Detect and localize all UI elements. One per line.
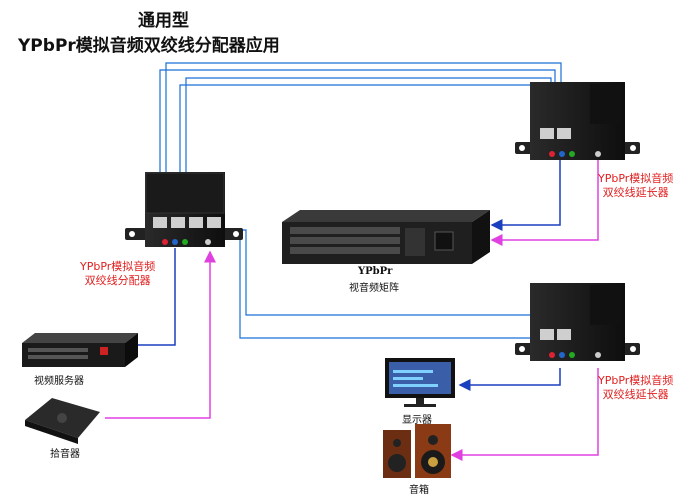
extender-bottom-device bbox=[515, 283, 640, 361]
extender-bottom-label-line2: 双绞线延长器 bbox=[602, 388, 669, 401]
extender-top-device bbox=[515, 82, 640, 160]
extender-top-label-line1: YPbPr模拟音频 bbox=[598, 172, 674, 185]
matrix-device bbox=[282, 210, 490, 264]
server-label: 视频服务器 bbox=[34, 376, 84, 387]
microphone-label: 拾音器 bbox=[50, 449, 80, 460]
speaker-device bbox=[383, 424, 451, 478]
video-lines bbox=[135, 160, 561, 391]
cable-2 bbox=[179, 84, 546, 205]
cable-1b bbox=[165, 62, 562, 205]
splitter-label-line2: 双绞线分配器 bbox=[84, 274, 151, 287]
speaker-label: 音箱 bbox=[409, 485, 429, 496]
monitor-label: 显示器 bbox=[402, 415, 432, 426]
ext-bottom-to-speaker bbox=[450, 368, 599, 461]
monitor-device bbox=[385, 358, 455, 407]
page-title-line2: YPbPr模拟音频双绞线分配器应用 bbox=[18, 36, 280, 56]
splitter-label: YPbPr模拟音频 双绞线分配器 bbox=[80, 260, 155, 288]
extender-top-label-line2: 双绞线延长器 bbox=[602, 186, 669, 199]
ext-top-to-matrix bbox=[490, 160, 561, 231]
ext-bottom-to-monitor bbox=[458, 368, 561, 391]
matrix-brand: YPbPr bbox=[358, 266, 393, 277]
mic-to-splitter bbox=[105, 250, 216, 419]
cable-2b bbox=[185, 77, 552, 205]
audio-lines bbox=[105, 160, 599, 461]
splitter-device bbox=[125, 172, 243, 247]
splitter-label-line1: YPbPr模拟音频 bbox=[80, 260, 156, 273]
server-device bbox=[22, 333, 138, 367]
microphone-device bbox=[25, 398, 100, 444]
matrix-label: 视音频矩阵 bbox=[349, 283, 399, 294]
extender-top-label: YPbPr模拟音频 双绞线延长器 bbox=[598, 172, 673, 200]
extender-bottom-label-line1: YPbPr模拟音频 bbox=[598, 374, 674, 387]
ext-top-to-matrix-audio bbox=[490, 160, 599, 246]
page-title-line1: 通用型 bbox=[138, 11, 189, 31]
extender-bottom-label: YPbPr模拟音频 双绞线延长器 bbox=[598, 374, 673, 402]
server-to-splitter bbox=[135, 248, 176, 346]
